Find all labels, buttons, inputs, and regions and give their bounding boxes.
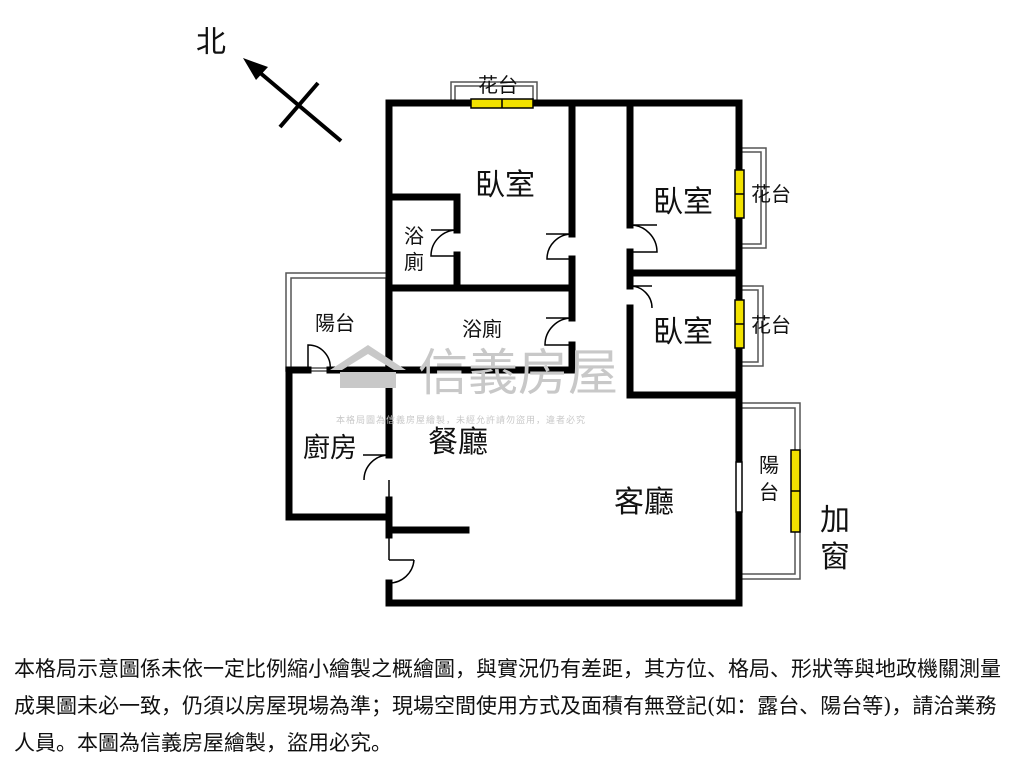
door-bath-middle [544,317,573,346]
balcony-outlines [285,81,801,580]
door-balcony-left [307,344,331,371]
door-swings [307,224,658,584]
label-added-window-2: 窗 [820,540,850,575]
label-dining: 餐廳 [428,425,488,460]
label-living: 客廳 [614,485,674,520]
door-small-bath [430,229,458,257]
north-arrow-icon [243,58,268,80]
compass-crossbar [278,81,320,129]
floor-plan: 北 [196,25,850,607]
windows [470,98,801,533]
walls [285,99,743,607]
sliding-door-right [735,461,743,513]
watermark: 信義房屋 本格局圖為信義房屋繪製，未經允許請勿盜用，違者必究 [330,344,618,426]
label-balcony-left: 陽台 [315,311,355,335]
door-kitchen [363,454,390,500]
watermark-notice: 本格局圖為信義房屋繪製，未經允許請勿盜用，違者必究 [336,414,586,426]
door-bedroom-top [546,233,573,260]
door-bedroom-right-top [629,224,658,253]
door-entrance [388,535,415,584]
watermark-brand: 信義房屋 [418,344,618,402]
label-planter-right-top: 花台 [751,182,791,206]
disclaimer-text: 本格局示意圖係未依一定比例縮小繪製之概繪圖，與實況仍有差距，其方位、格局、形狀等… [14,657,1001,755]
north-compass: 北 [196,25,343,143]
door-bedroom-right-bottom [629,285,653,309]
label-bath-middle: 浴廁 [462,317,502,341]
label-bedroom-right-top: 臥室 [653,185,713,220]
label-planter-right-bottom: 花台 [751,313,791,337]
label-planter-top: 花台 [478,73,518,97]
north-label: 北 [196,25,226,60]
label-bedroom-top: 臥室 [475,168,535,203]
brand-logo-icon [330,345,406,388]
label-bedroom-right-bottom: 臥室 [653,315,713,350]
compass-arrow-shaft [250,64,343,143]
label-added-window-1: 加 [820,503,850,538]
label-balcony-right-2: 台 [759,480,779,504]
label-kitchen: 廚房 [303,433,357,464]
label-balcony-right-1: 陽 [759,453,779,477]
label-bath-small-2: 廁 [404,250,424,274]
label-bath-small-1: 浴 [404,224,424,248]
